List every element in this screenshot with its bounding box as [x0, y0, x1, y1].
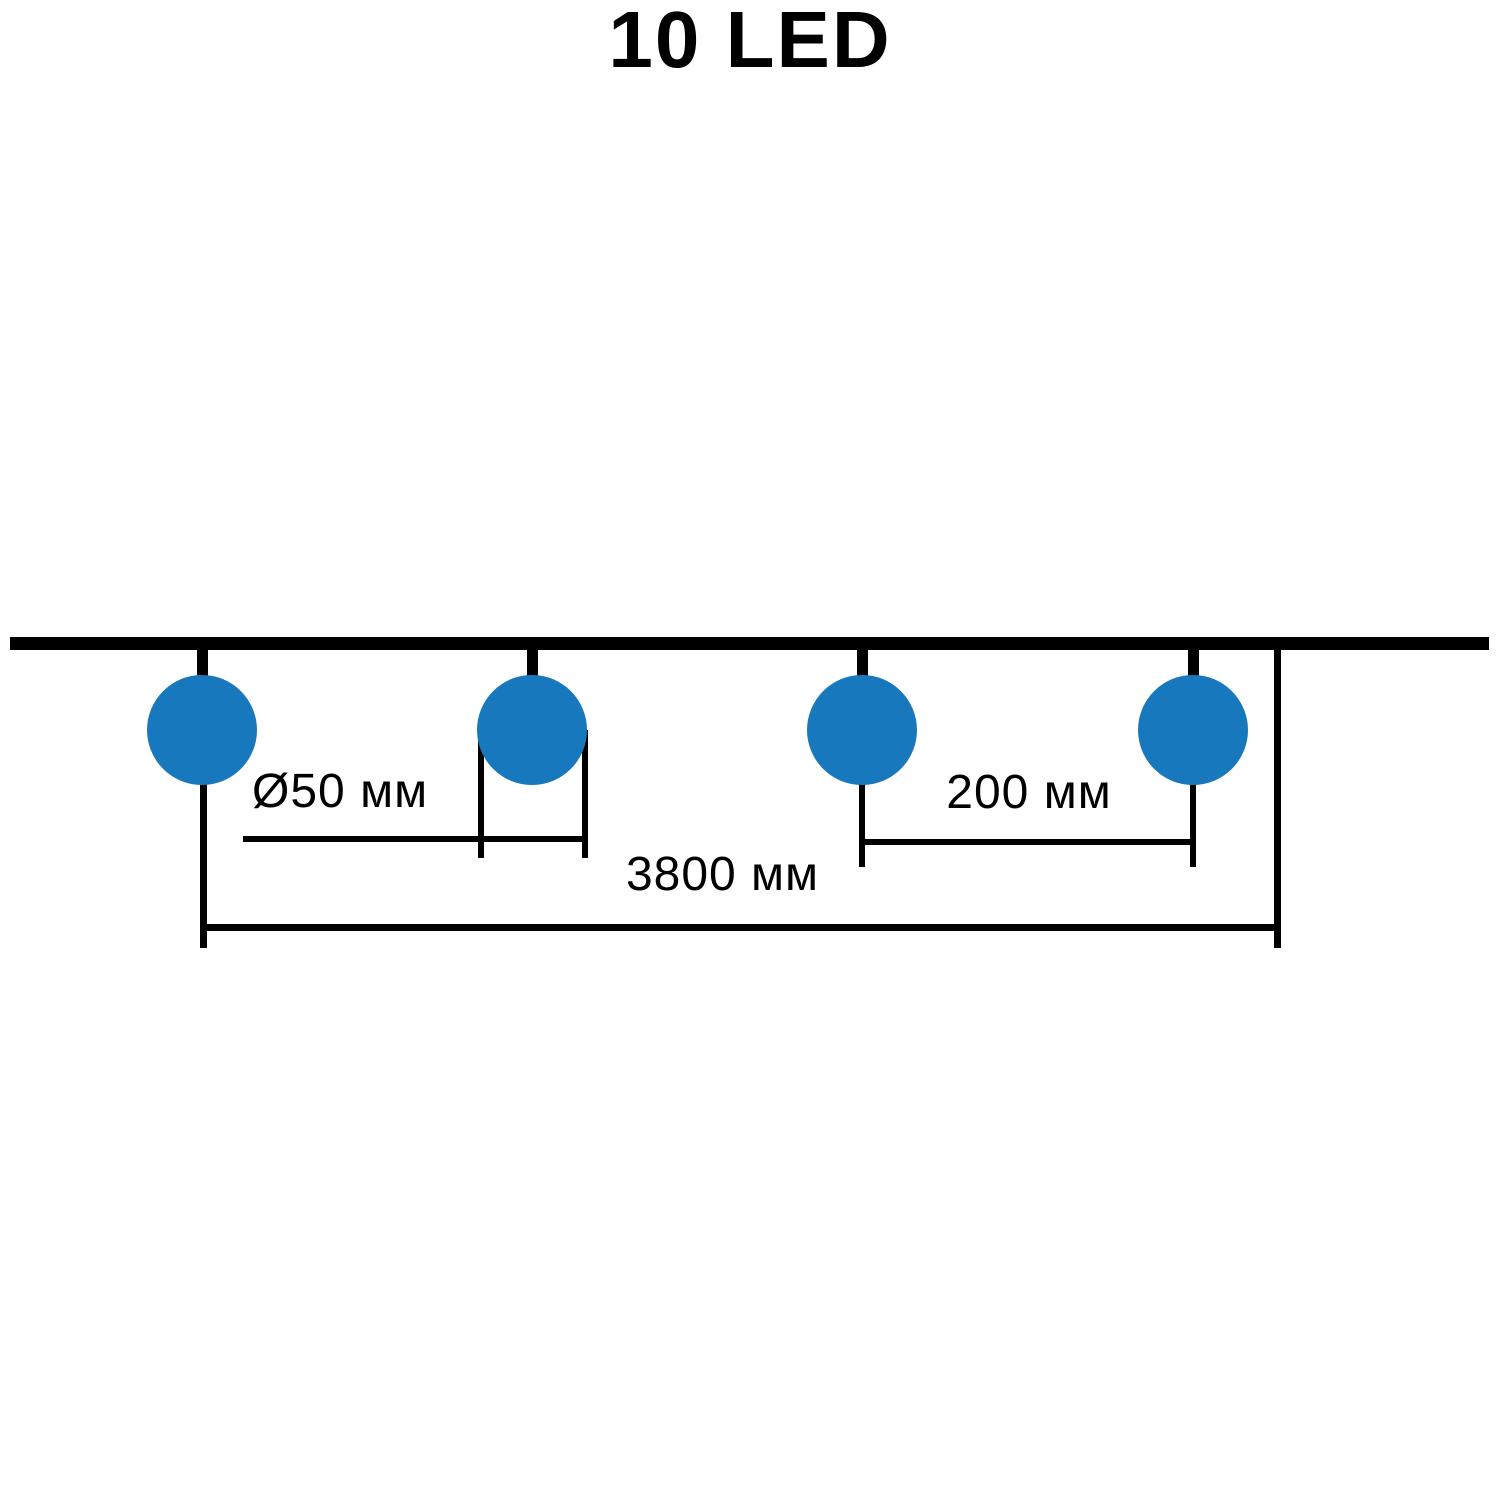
- led-bulb: [807, 675, 917, 785]
- spacing-dimension-line: [862, 839, 1196, 845]
- diameter-label: Ø50 мм: [252, 765, 429, 818]
- total-length-dimension-line: [200, 924, 1281, 931]
- bulb-stem: [197, 648, 208, 682]
- spacing-label: 200 мм: [946, 766, 1112, 819]
- diagram-title: 10 LED: [608, 0, 892, 84]
- bulb-stem: [527, 648, 538, 682]
- spacing-extension-line-right: [1190, 745, 1196, 867]
- led-bulb: [477, 675, 587, 785]
- diameter-extension-line-right: [582, 730, 588, 858]
- bulb-stem: [857, 648, 868, 682]
- total-length-extension-line-right: [1274, 650, 1281, 948]
- led-bulb: [147, 675, 257, 785]
- wire: [10, 637, 1489, 650]
- diameter-dimension-line: [243, 836, 588, 842]
- diameter-extension-line-left: [478, 730, 484, 858]
- spacing-extension-line-left: [859, 745, 865, 867]
- bulb-stem: [1188, 648, 1199, 682]
- total-length-label: 3800 мм: [625, 848, 820, 901]
- total-length-extension-line-left: [200, 745, 207, 948]
- led-bulb: [1138, 675, 1248, 785]
